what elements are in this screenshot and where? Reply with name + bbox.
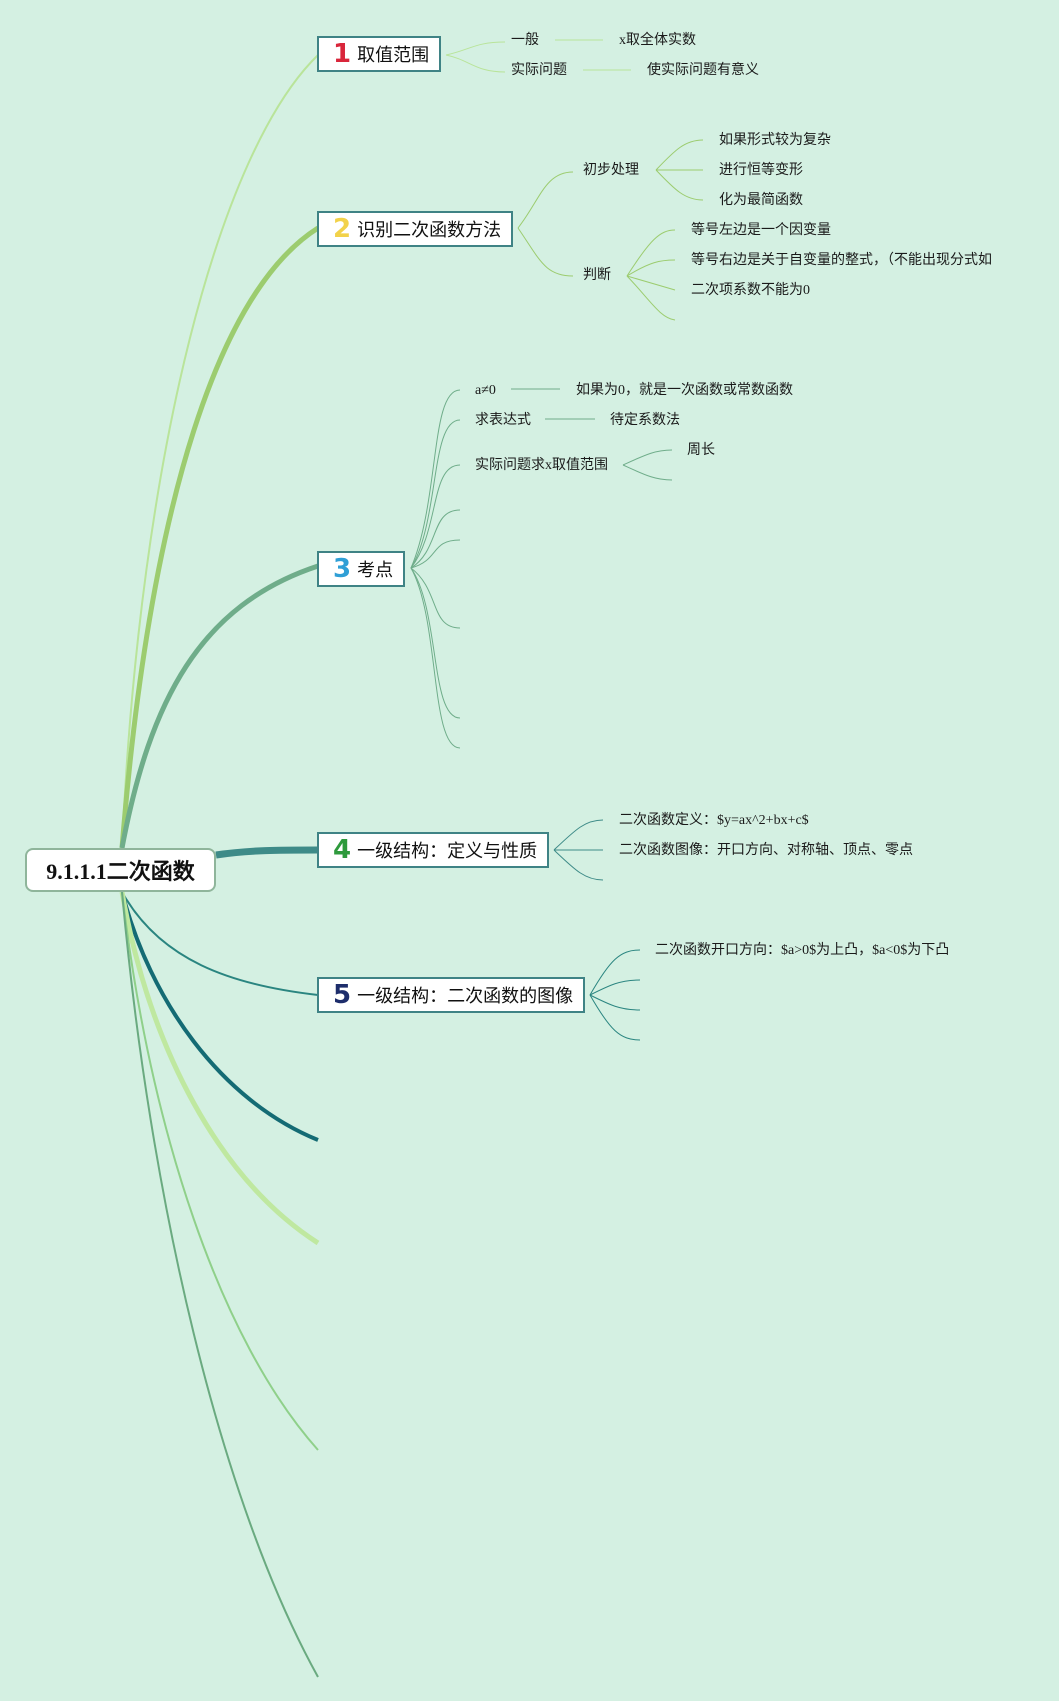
topic-1-node[interactable]: 1 取值范围 — [317, 36, 442, 72]
topic-3-child-1-leaf[interactable]: 如果为0，就是一次函数或常数函数 — [576, 383, 793, 398]
topic-3-child-2-leaf[interactable]: 待定系数法 — [610, 413, 680, 428]
topic-4-child-2[interactable]: 二次函数图像：开口方向、对称轴、顶点、零点 — [619, 843, 913, 858]
topic-4-label: 一级结构：定义与性质 — [357, 841, 538, 862]
topic-3-node[interactable]: 3 考点 — [317, 551, 406, 587]
topic-1-child-1[interactable]: 一般 — [511, 33, 539, 48]
topic-5-connectors — [589, 949, 641, 1041]
branch-topic-5 — [121, 891, 319, 996]
topic-3-child-2[interactable]: 求表达式 — [475, 413, 531, 428]
topic-2-child-2-leaf-3[interactable]: 二次项系数不能为0 — [691, 283, 810, 298]
topic-4-child-1[interactable]: 二次函数定义：$y=ax^2+bx+c$ — [619, 813, 809, 828]
branch-empty-8 — [121, 891, 319, 1451]
branch-empty-9 — [121, 891, 319, 1678]
topic-3-child-3-leaf[interactable]: 周长 — [687, 443, 715, 458]
topic-1-child-2-leaf[interactable]: 使实际问题有意义 — [647, 63, 759, 78]
topic-3-label: 考点 — [357, 560, 394, 581]
topic-3-connectors — [410, 388, 673, 749]
number-5-badge: 5 — [333, 980, 352, 1010]
topic-2-node[interactable]: 2 识别二次函数方法 — [317, 211, 514, 247]
topic-4-connectors — [553, 819, 604, 881]
topic-5-node[interactable]: 5 一级结构：二次函数的图像 — [317, 977, 586, 1013]
topic-2-child-2-leaf-1[interactable]: 等号左边是一个因变量 — [691, 223, 831, 238]
topic-2-child-2[interactable]: 判断 — [583, 268, 611, 283]
topic-3-child-3[interactable]: 实际问题求x取值范围 — [475, 458, 608, 473]
topic-1-child-1-leaf[interactable]: x取全体实数 — [619, 33, 696, 48]
branch-topic-1 — [121, 54, 319, 849]
topic-5-label: 一级结构：二次函数的图像 — [357, 986, 574, 1007]
topic-2-child-1-leaf-2[interactable]: 进行恒等变形 — [719, 163, 803, 178]
topic-1-label: 取值范围 — [357, 45, 430, 66]
number-3-badge: 3 — [333, 554, 352, 584]
topic-2-child-1-leaf-3[interactable]: 化为最简函数 — [719, 193, 803, 208]
topic-2-connectors — [517, 139, 704, 321]
topic-5-child-1[interactable]: 二次函数开口方向：$a>0$为上凸，$a<0$为下凸 — [655, 943, 950, 958]
topic-3-child-1[interactable]: a≠0 — [475, 383, 496, 398]
topic-2-label: 识别二次函数方法 — [357, 220, 502, 241]
topic-1-connectors — [445, 39, 631, 73]
topic-2-child-1[interactable]: 初步处理 — [583, 163, 639, 178]
branch-empty-6 — [120, 891, 319, 1142]
branch-empty-7 — [119, 891, 320, 1246]
root-node[interactable]: 9.1.1.1二次函数 — [25, 848, 216, 892]
topic-1-child-2[interactable]: 实际问题 — [511, 63, 567, 78]
topic-2-child-1-leaf-1[interactable]: 如果形式较为复杂 — [719, 133, 831, 148]
branch-topic-4 — [215, 846, 319, 859]
branch-topic-3 — [119, 563, 319, 849]
topic-2-child-2-leaf-2[interactable]: 等号右边是关于自变量的整式，（不能出现分式如 — [691, 253, 992, 268]
topic-4-node[interactable]: 4 一级结构：定义与性质 — [317, 832, 550, 868]
branch-topic-2 — [119, 225, 320, 849]
number-2-badge: 2 — [333, 214, 352, 244]
number-1-badge: 1 — [333, 39, 352, 69]
number-4-badge: 4 — [333, 835, 352, 865]
